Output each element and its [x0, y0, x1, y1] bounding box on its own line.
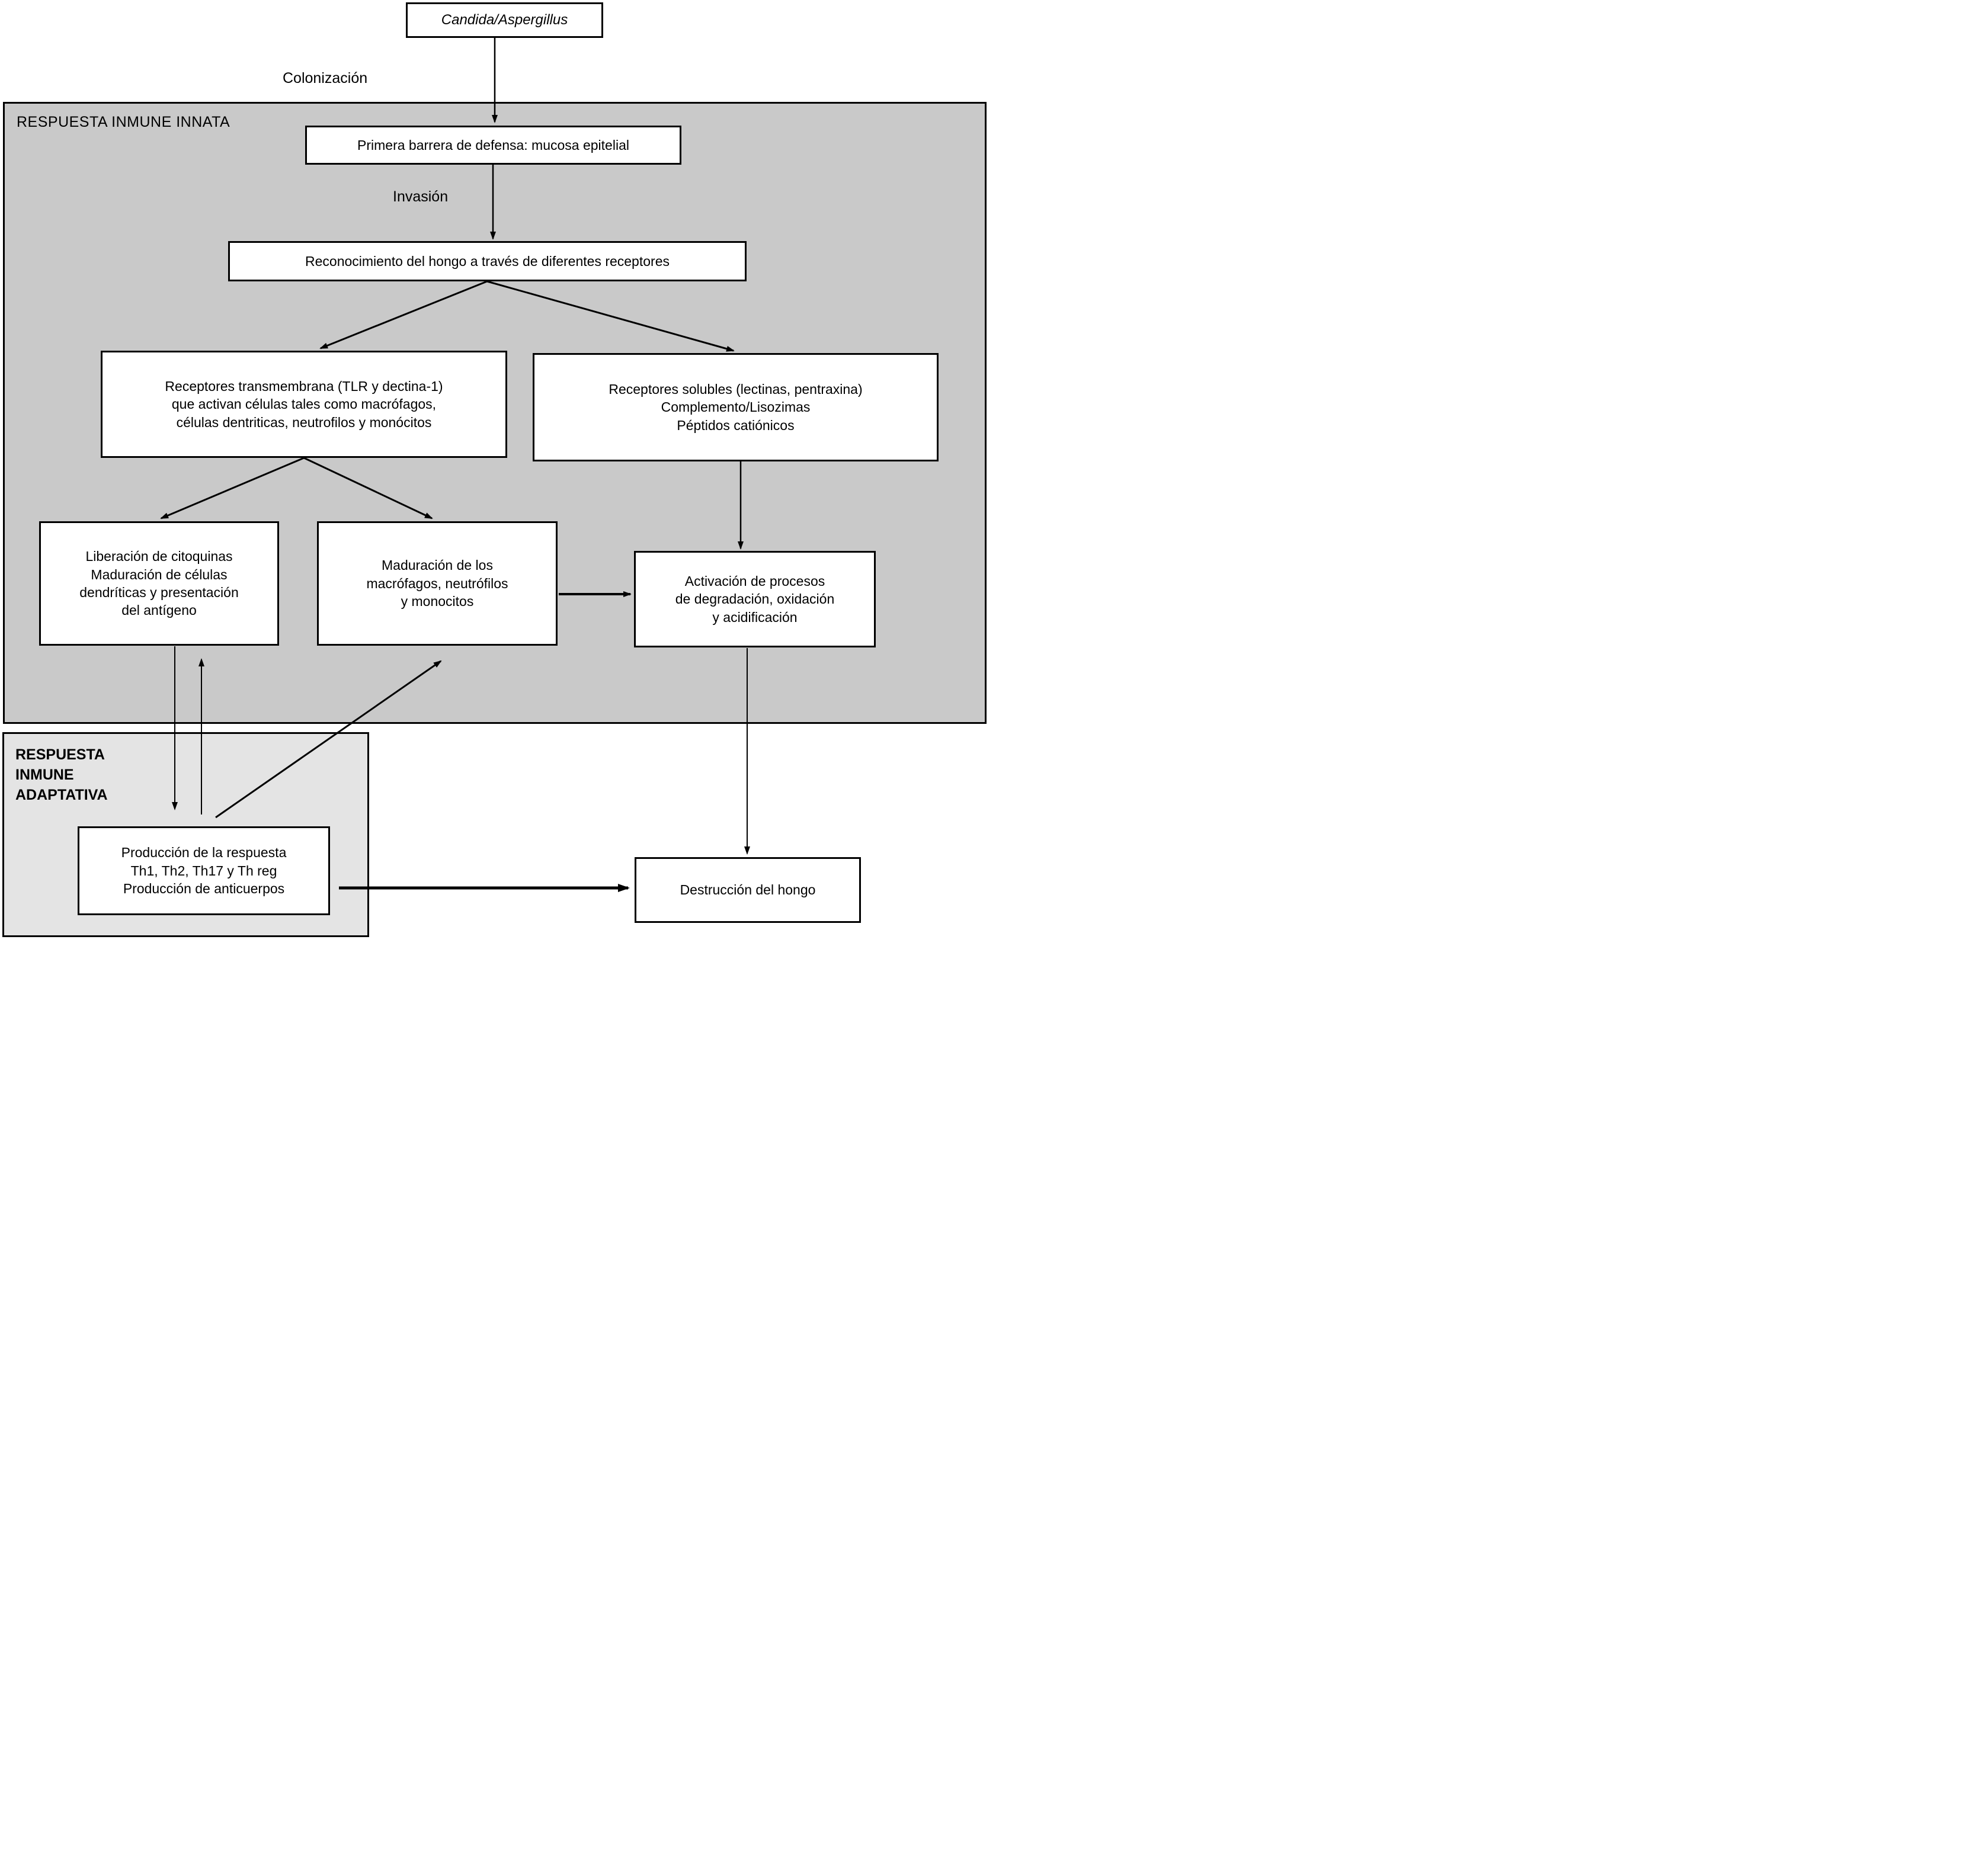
node-produccion-respuesta-th: Producción de la respuesta Th1, Th2, Th1… — [78, 826, 330, 915]
innate-region-label: RESPUESTA INMUNE INNATA — [17, 114, 230, 130]
adaptive-region-label: RESPUESTA INMUNE ADAPTATIVA — [15, 746, 108, 803]
node-primera-barrera: Primera barrera de defensa: mucosa epite… — [305, 126, 681, 165]
invasion-edge-label: Invasión — [393, 188, 449, 205]
node-activacion-procesos: Activación de procesos de degradación, o… — [634, 551, 876, 647]
node-receptores-solubles: Receptores solubles (lectinas, pentraxin… — [533, 353, 939, 461]
node-destruccion-hongo: Destrucción del hongo — [635, 857, 861, 923]
node-candida-aspergillus: Candida/Aspergillus — [406, 2, 603, 38]
node-liberacion-citoquinas: Liberación de citoquinas Maduración de c… — [39, 521, 279, 646]
node-receptores-transmembrana: Receptores transmembrana (TLR y dectina-… — [101, 351, 507, 458]
node-maduracion-macrofagos: Maduración de los macrófagos, neutrófilo… — [317, 521, 558, 646]
node-reconocimiento-hongo: Reconocimiento del hongo a través de dif… — [228, 241, 747, 281]
flowchart-canvas: RESPUESTA INMUNE INNATA RESPUESTA INMUNE… — [0, 0, 989, 938]
colonizacion-edge-label: Colonización — [283, 70, 368, 86]
